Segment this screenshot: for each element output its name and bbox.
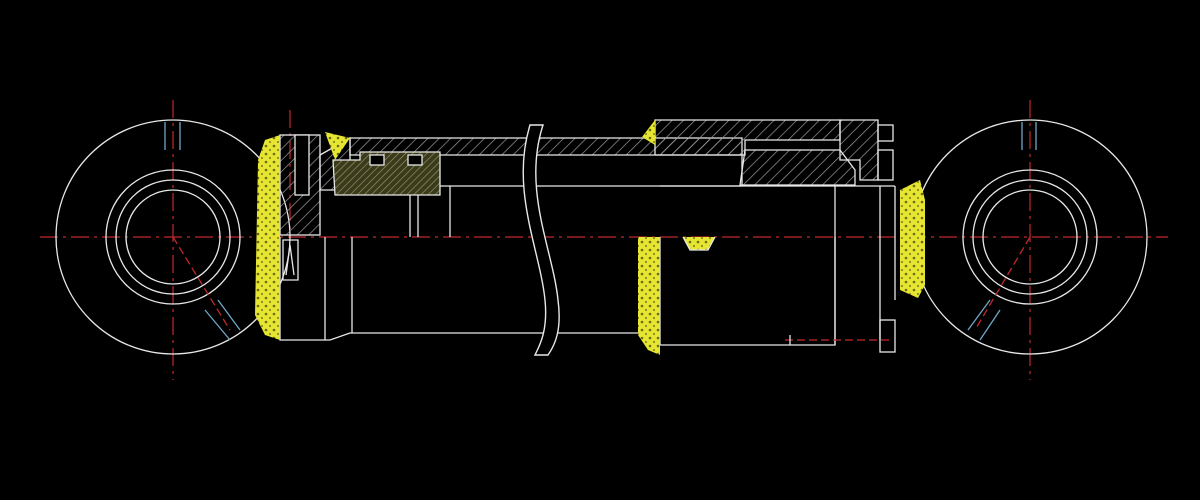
break-line <box>522 124 560 356</box>
weld-gland-top <box>642 120 655 145</box>
weld-left-top <box>325 132 350 160</box>
gland-head <box>654 119 894 186</box>
weld-rod-collar <box>638 237 660 355</box>
weld-right <box>900 180 925 298</box>
cylinder-barrel <box>279 134 743 341</box>
weld-beads <box>255 120 925 355</box>
left-eye-mount <box>55 119 291 355</box>
weld-left <box>255 135 280 340</box>
